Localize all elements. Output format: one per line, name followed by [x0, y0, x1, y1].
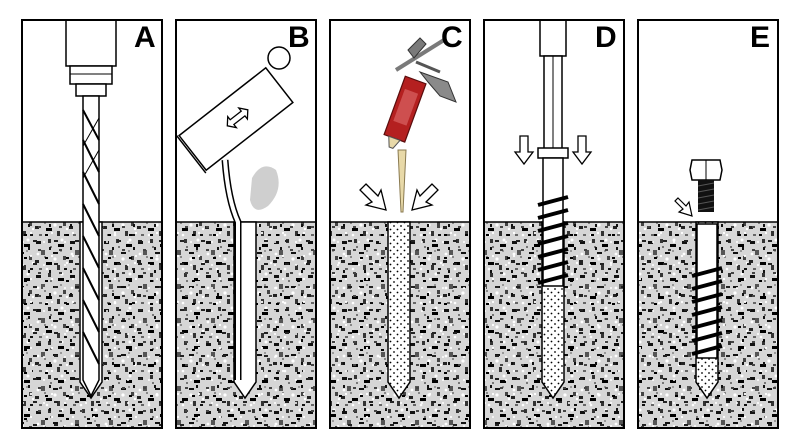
panel-label-a: A — [134, 21, 156, 54]
arrow-diagonal-icon — [674, 197, 693, 217]
drill-bit-icon — [82, 95, 100, 398]
arrow-right-icon — [411, 183, 439, 211]
drill-chuck-icon — [65, 19, 117, 97]
embedded-sleeve-icon — [691, 223, 723, 359]
panel-label-e: E — [750, 21, 770, 54]
panel-label-c: C — [441, 21, 463, 54]
arrow-down-left-icon — [513, 135, 535, 166]
pump-arrow-icon — [226, 106, 249, 129]
panel-a: A — [21, 19, 163, 429]
panel-frame-e — [637, 19, 779, 429]
panel-label-b: B — [288, 21, 310, 54]
panel-label-d: D — [595, 21, 617, 54]
anchor-sleeve-icon — [537, 157, 569, 287]
panel-d: D — [483, 19, 625, 429]
bolt-icon — [689, 159, 723, 212]
panel-frame-a — [21, 19, 163, 429]
arrow-down-right-icon — [571, 135, 593, 166]
setting-tool-icon — [537, 19, 569, 159]
arrow-left-icon — [359, 183, 387, 211]
panel-frame-d — [483, 19, 625, 429]
injection-gun-icon — [383, 37, 457, 213]
panel-frame-b — [175, 19, 317, 429]
panel-b: B — [175, 19, 317, 429]
panel-e: E — [637, 19, 779, 429]
blow-pump-icon — [175, 46, 294, 174]
mixing-nozzle — [397, 149, 407, 213]
dust-cloud — [250, 166, 279, 210]
panel-frame-c — [329, 19, 471, 429]
panel-c: C — [329, 19, 471, 429]
resin-filled-hole — [387, 221, 411, 400]
